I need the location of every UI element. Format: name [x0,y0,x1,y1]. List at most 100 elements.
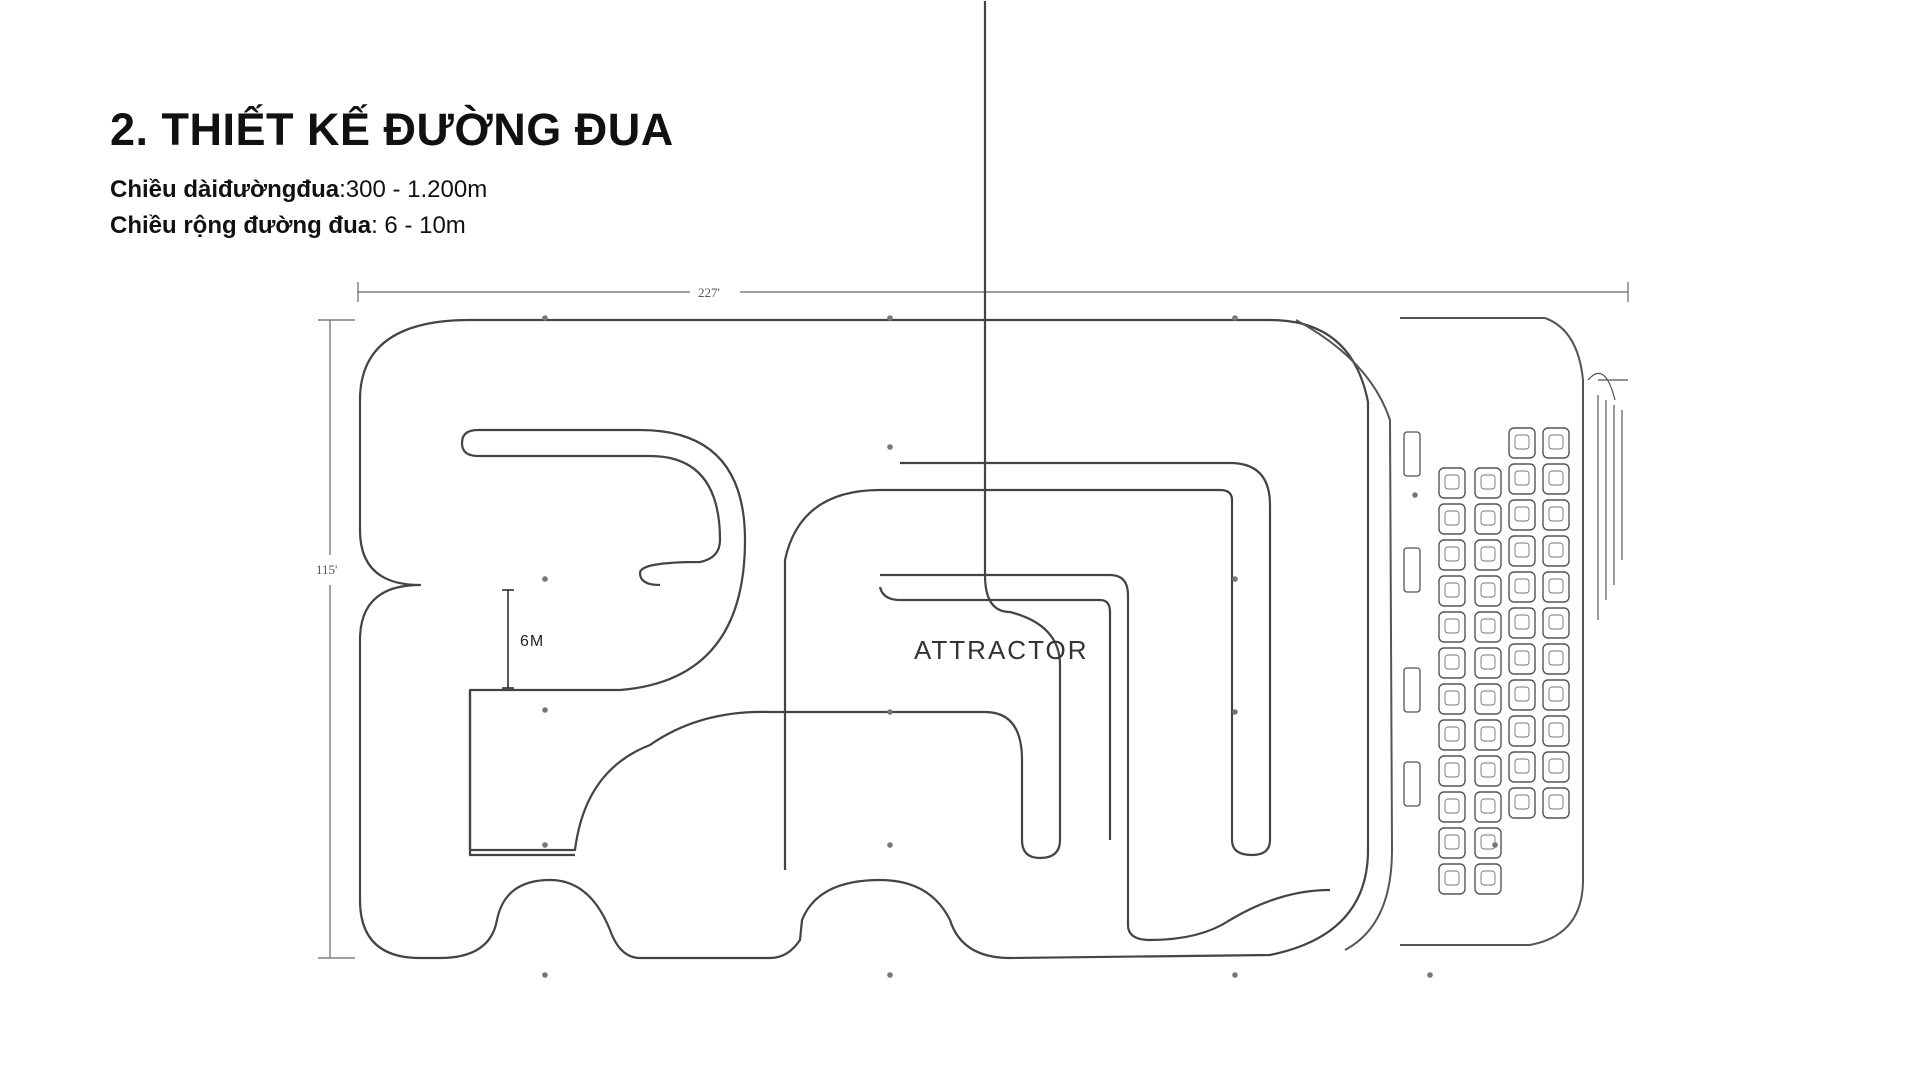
kart [1474,683,1502,715]
pit-lane [1295,319,1394,951]
kart-seat [1548,650,1564,666]
kart [1438,647,1466,679]
kart-seat [1548,578,1564,594]
fence-post [887,709,893,715]
track-width-value: : 6 - 10m [371,212,466,239]
kart [1438,791,1466,823]
kart [1438,827,1466,859]
kart-seat [1480,798,1496,814]
kart [1474,503,1502,535]
kart [1542,499,1570,531]
kart-seat [1444,690,1460,706]
kart-seat [1548,506,1564,522]
kart [1542,607,1570,639]
kart [1542,571,1570,603]
kart-seat [1548,470,1564,486]
kart [1474,791,1502,823]
kart [1508,499,1536,531]
kart [1474,863,1502,895]
inner-island-center [783,461,1272,870]
fence-post [1232,972,1238,978]
kart-seat [1548,758,1564,774]
kart-seat [1480,762,1496,778]
kart [1508,643,1536,675]
kart-seat [1548,614,1564,630]
fence-post [887,972,893,978]
kart-seat [1444,654,1460,670]
track-width-marker: 6M [502,589,544,689]
kart [1438,575,1466,607]
kart-seat [1444,546,1460,562]
kart-seat [1444,834,1460,850]
kart [1508,427,1536,459]
length-dimension-label: 227' [698,285,720,300]
fence-post [542,972,548,978]
inner-island-middle [460,428,722,857]
kart-seat [1514,722,1530,738]
kart [1438,683,1466,715]
spectator-benches [1403,431,1421,807]
fence-post [542,707,548,713]
track-length-value: :300 - 1.200m [339,176,488,203]
kart-seat [1444,726,1460,742]
kart [1508,715,1536,747]
kart [1508,571,1536,603]
kart [1508,679,1536,711]
kart-seat [1480,618,1496,634]
fence-post [887,444,893,450]
kart-seat [1514,434,1530,450]
kart-seat [1480,546,1496,562]
kart-seat [1514,794,1530,810]
kart [1542,643,1570,675]
kart-seat [1514,506,1530,522]
track-width-spec: Chiều rộng đường đua: 6 - 10m [110,212,466,240]
fence-post [542,315,548,321]
kart [1474,755,1502,787]
kart [1542,787,1570,819]
kart [1474,575,1502,607]
width-dimension: 115' [316,319,355,959]
kart [1438,863,1466,895]
kart-seat [1444,762,1460,778]
kart [1508,787,1536,819]
fence-post [887,842,893,848]
inner-island-right [880,573,1331,942]
kart [1474,719,1502,751]
track-width-marker-label: 6M [520,633,544,650]
kart [1508,751,1536,783]
kart [1474,611,1502,643]
kart-seat [1444,510,1460,526]
kart-seat [1480,582,1496,598]
fence-post [542,576,548,582]
kart [1542,427,1570,459]
kart [1542,463,1570,495]
kart [1474,647,1502,679]
fence-posts [542,315,1498,978]
fence-post [1492,842,1498,848]
kart-seat [1444,582,1460,598]
width-dimension-label: 115' [316,562,337,577]
brand-logo: ATTRACTOR [914,635,1088,665]
kart-seat [1444,798,1460,814]
kart-seat [1444,618,1460,634]
track-length-label: Chiều dàiđườngđua [110,176,340,203]
entrance-barriers [1587,372,1628,620]
kart-seat [1480,690,1496,706]
kart [1438,755,1466,787]
kart [1508,535,1536,567]
kart-seat [1514,686,1530,702]
kart-seat [1548,794,1564,810]
page-title: 2. THIẾT KẾ ĐƯỜNG ĐUA [110,104,674,155]
kart [1474,539,1502,571]
kart [1542,751,1570,783]
fence-post [1412,492,1418,498]
kart-seat [1480,726,1496,742]
kart-seat [1514,470,1530,486]
kart [1438,467,1466,499]
kart-seat [1548,542,1564,558]
track-width-label: Chiều rộng đường đua [110,212,372,239]
outer-track-boundary [358,318,1370,960]
kart [1508,607,1536,639]
length-dimension: 227' [357,282,1629,302]
